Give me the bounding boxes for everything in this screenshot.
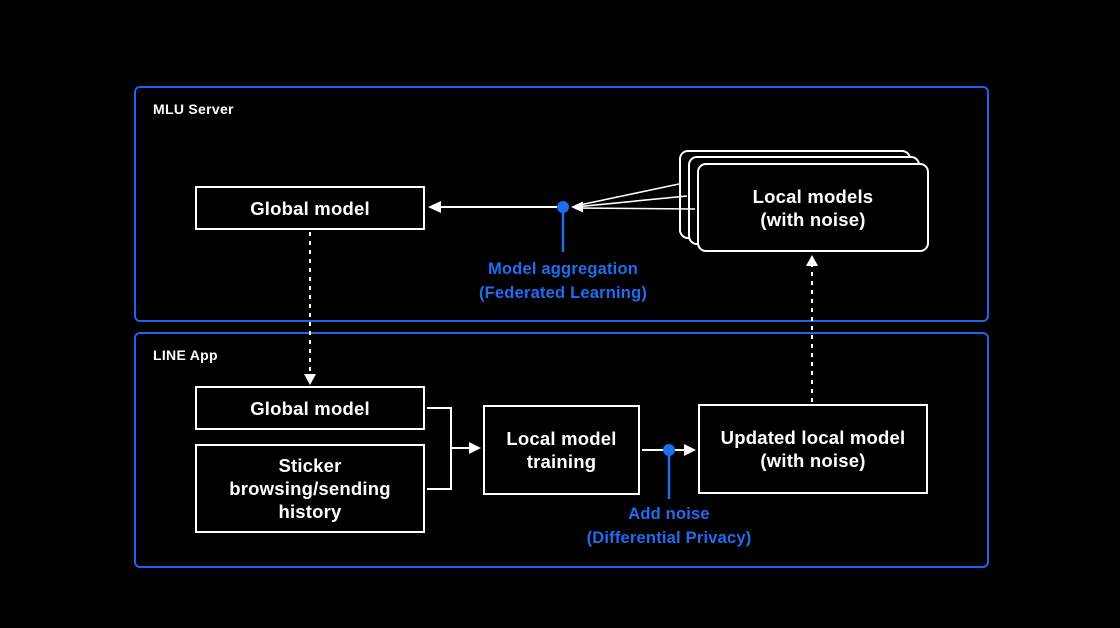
sticker-history-node: Sticker browsing/sending history: [195, 444, 425, 533]
line-app-label: LINE App: [153, 347, 218, 363]
local-model-training-node: Local model training: [483, 405, 640, 495]
updated-local-model-line1: Updated local model: [720, 427, 906, 448]
model-aggregation-line1: Model aggregation: [487, 260, 639, 278]
model-aggregation-line2: (Federated Learning): [478, 283, 648, 302]
server-global-model-node: Global model: [195, 186, 425, 230]
server-global-model-label: Global model: [250, 197, 370, 219]
add-noise-line2: (Differential Privacy): [586, 528, 752, 547]
sticker-history-line1: Sticker: [278, 455, 342, 476]
local-models-card-front: Local models (with noise): [697, 163, 929, 252]
local-models-label-line1: Local models: [752, 185, 874, 207]
updated-local-model-node: Updated local model (with noise): [698, 404, 928, 494]
local-models-label-line2: (with noise): [760, 208, 866, 230]
model-aggregation-annotation: Model aggregation (Federated Learning): [433, 258, 693, 305]
add-noise-annotation: Add noise (Differential Privacy): [539, 503, 799, 550]
sticker-history-line2: browsing/sending: [229, 478, 391, 499]
local-model-training-line2: training: [526, 451, 597, 472]
updated-local-model-line2: (with noise): [760, 450, 866, 471]
sticker-history-line3: history: [278, 501, 342, 522]
mlu-server-label: MLU Server: [153, 101, 234, 117]
line-app-panel: LINE App: [134, 332, 989, 568]
add-noise-line1: Add noise: [628, 505, 710, 523]
app-global-model-label: Global model: [250, 397, 370, 419]
local-model-training-line1: Local model: [506, 428, 617, 449]
app-global-model-node: Global model: [195, 386, 425, 430]
mlu-server-panel: MLU Server: [134, 86, 989, 322]
